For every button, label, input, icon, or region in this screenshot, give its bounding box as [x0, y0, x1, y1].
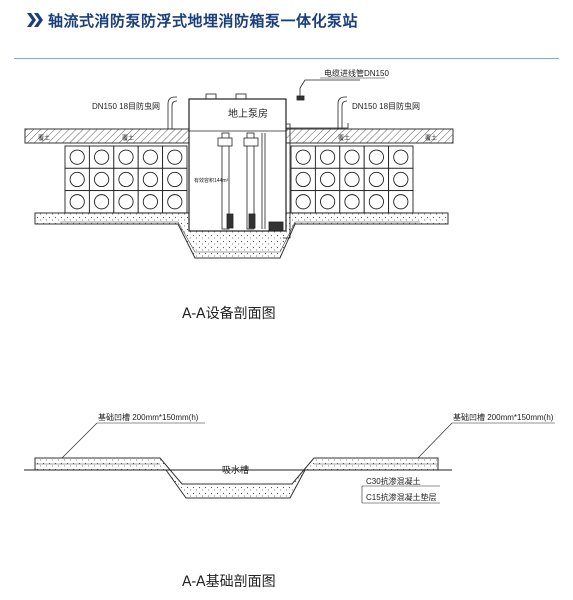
tank-module-circle	[69, 171, 85, 188]
cable-conduit	[283, 79, 360, 239]
pump-room-roof-vent-left	[205, 93, 217, 100]
trench-right-label: 基础凹槽 200mm*150mm(h)	[453, 412, 554, 422]
tank-module-circle	[167, 149, 183, 165]
cable-conduit-label: 电缆进线管DN150	[324, 68, 389, 78]
tank-module-circle	[368, 171, 384, 188]
page-header: 轴流式消防泵防浮式地埋消防箱泵一体化泵站	[0, 0, 573, 44]
tank-module-circle	[295, 194, 311, 210]
tank-module-circle	[167, 171, 183, 188]
right-water-tank	[290, 145, 414, 214]
tank-module-circle	[368, 149, 384, 165]
tank-module	[290, 190, 316, 214]
tank-module-circle	[344, 194, 360, 210]
effective-volume-label: 有效容积144m³	[194, 177, 229, 184]
tank-module	[314, 145, 341, 169]
tank-module-circle	[344, 171, 360, 188]
tank-module	[88, 167, 115, 192]
soil-label: 覆土	[122, 134, 134, 142]
tank-module	[162, 145, 188, 169]
tank-module-circle	[94, 194, 110, 210]
pump-room	[188, 98, 287, 232]
tank-module-circle	[344, 149, 360, 165]
left-water-tank	[64, 145, 188, 214]
tank-module	[363, 145, 390, 169]
tank-module	[137, 190, 164, 214]
base-slab	[34, 212, 449, 259]
tank-module	[388, 167, 414, 192]
tank-module	[363, 167, 390, 192]
soil-label: 覆土	[38, 134, 50, 142]
tank-module-circle	[94, 149, 110, 165]
soil-label: 覆土	[338, 134, 350, 142]
tank-module	[137, 167, 164, 192]
tank-module	[388, 190, 414, 214]
tank-module-circle	[118, 194, 134, 210]
tank-module	[64, 190, 90, 214]
pump-room-roof-vent-right	[235, 93, 247, 100]
tank-module-circle	[167, 194, 183, 210]
tank-module	[113, 190, 139, 214]
tank-module	[162, 167, 188, 192]
tank-module	[137, 145, 164, 169]
tank-module	[162, 190, 188, 214]
tank-module	[290, 145, 316, 169]
foundation-section-caption: A-A基础剖面图	[182, 574, 276, 590]
tank-module-circle	[69, 149, 85, 165]
tank-module-circle	[142, 194, 158, 210]
base-slab-inner	[60, 221, 420, 253]
soil-label: 覆土	[425, 134, 437, 142]
tank-module-circle	[393, 149, 409, 165]
tank-module-circle	[320, 171, 336, 188]
c15-label: C15抗渗混凝土垫层	[366, 492, 437, 502]
tank-module-circle	[118, 149, 134, 165]
vent-left-label: DN150 18目防虫网	[92, 101, 160, 111]
tank-module	[314, 190, 341, 214]
equipment-section-caption: A-A设备剖面图	[182, 306, 276, 322]
tank-module	[113, 145, 139, 169]
tank-module-circle	[69, 194, 85, 210]
sump-label: 吸水槽	[222, 464, 249, 475]
vent-right-label: DN150 18目防虫网	[352, 101, 420, 111]
tank-module-circle	[393, 194, 409, 210]
vent-pipe-right	[337, 96, 348, 129]
tank-module-circle	[142, 149, 158, 165]
tank-module	[88, 145, 115, 169]
tank-module	[363, 190, 390, 214]
trench-left-label: 基础凹槽 200mm*150mm(h)	[98, 412, 199, 422]
tank-module	[64, 145, 90, 169]
tank-module-circle	[295, 149, 311, 165]
tank-module	[388, 145, 414, 169]
tank-module-circle	[320, 194, 336, 210]
double-chevron-right-icon	[27, 13, 43, 27]
tank-module	[339, 190, 365, 214]
tank-module	[314, 167, 341, 192]
c30-label: C30抗渗混凝土	[366, 476, 421, 486]
tank-module-circle	[118, 171, 134, 188]
pump-room-label: 地上泵房	[228, 107, 268, 120]
header-divider	[14, 58, 559, 59]
page-title: 轴流式消防泵防浮式地埋消防箱泵一体化泵站	[48, 12, 359, 30]
tank-module-circle	[142, 171, 158, 188]
tank-module	[339, 145, 365, 169]
tank-module-circle	[393, 171, 409, 188]
tank-module-circle	[368, 194, 384, 210]
tank-module	[64, 167, 90, 192]
tank-module	[113, 167, 139, 192]
tank-module-circle	[94, 171, 110, 188]
tank-module	[88, 190, 115, 214]
tank-module	[339, 167, 365, 192]
tank-module-circle	[320, 149, 336, 165]
tank-module-circle	[295, 171, 311, 188]
vent-pipe-left	[167, 96, 178, 129]
tank-module	[290, 167, 316, 192]
pump-pipes	[217, 132, 284, 232]
